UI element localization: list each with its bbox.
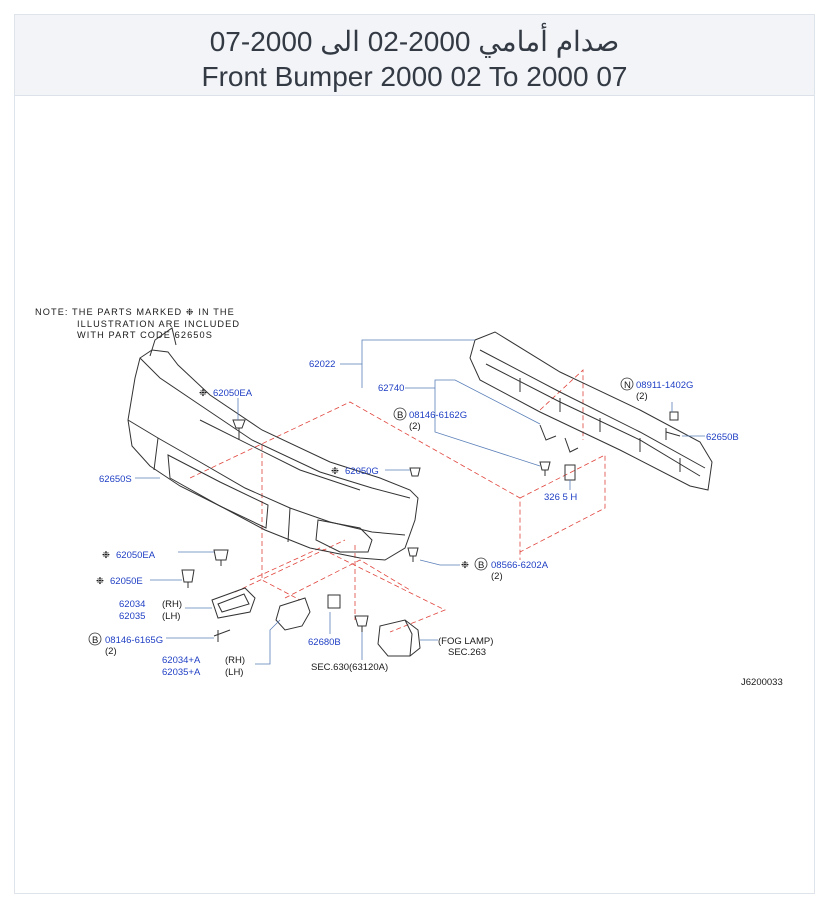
reinforcement-beam: [469, 331, 713, 491]
fasteners: [181, 411, 681, 642]
part-62034A[interactable]: 62034+A: [162, 655, 201, 666]
part-08146-6165G[interactable]: 08146-6165G: [105, 635, 163, 646]
mark-symbol: ❉: [331, 466, 339, 477]
title-arabic: صدام أمامي 2000-02 الى 2000-07: [209, 26, 620, 57]
circle-b-3: [88, 632, 102, 646]
mark-symbol: ❉: [199, 388, 207, 399]
part-62050EA-top[interactable]: 62050EA: [213, 388, 253, 399]
part-08911-1402G[interactable]: 08911-1402G: [636, 380, 693, 391]
part-08146-6162G[interactable]: 08146-6162G: [409, 410, 467, 421]
leader-lines: [135, 339, 705, 665]
part-62022[interactable]: 62022: [309, 359, 335, 370]
content-frame: [14, 14, 815, 894]
label-rh-2: (RH): [225, 655, 245, 666]
circle-n-label: N: [624, 380, 631, 391]
part-08566-6202A[interactable]: 08566-6202A: [491, 560, 549, 571]
fog-lamp-parts: [211, 587, 421, 657]
qty-08146-6162G: (2): [409, 421, 421, 432]
qty-08566-6202A: (2): [491, 571, 503, 582]
mark-symbol: ❉: [96, 576, 104, 587]
label-sec630: SEC.630(63120A): [311, 662, 388, 673]
label-rh-1: (RH): [162, 599, 182, 610]
assembly-guide-lines: [189, 369, 606, 633]
note-line-3: WITH PART CODE 62650S: [77, 330, 213, 340]
diagram-code: J6200033: [741, 677, 783, 688]
part-62035[interactable]: 62035: [119, 611, 145, 622]
circle-b-3-label: B: [92, 635, 98, 646]
label-lh-2: (LH): [225, 667, 243, 678]
part-62050G[interactable]: 62050G: [345, 466, 379, 477]
label-fog-lamp: (FOG LAMP): [438, 636, 493, 647]
note-line-2: ILLUSTRATION ARE INCLUDED: [77, 319, 240, 329]
part-62680B[interactable]: 62680B: [308, 637, 341, 648]
part-62650S[interactable]: 62650S: [99, 474, 132, 485]
qty-08146-6165G: (2): [105, 646, 117, 657]
part-62034[interactable]: 62034: [119, 599, 145, 610]
label-lh-1: (LH): [162, 611, 180, 622]
mark-symbol: ❉: [102, 550, 110, 561]
note-line-1: NOTE: THE PARTS MARKED ❉ IN THE: [35, 307, 235, 317]
mark-symbol: ❉: [461, 560, 469, 571]
circle-n: [620, 377, 634, 391]
qty-08911-1402G: (2): [636, 391, 648, 402]
bumper-cover: [127, 327, 419, 561]
circle-b-2-label: B: [478, 560, 484, 571]
label-sec263: SEC.263: [448, 647, 486, 658]
circle-b-1: [393, 407, 407, 421]
part-62740[interactable]: 62740: [378, 383, 404, 394]
part-326[interactable]: 326 5 H: [544, 492, 577, 503]
title-english: Front Bumper 2000 02 To 2000 07: [201, 61, 628, 92]
circle-b-1-label: B: [397, 410, 403, 421]
part-62650B[interactable]: 62650B: [706, 432, 739, 443]
part-62050E[interactable]: 62050E: [110, 576, 143, 587]
circle-b-2: [474, 557, 488, 571]
part-62035A[interactable]: 62035+A: [162, 667, 201, 678]
part-62050EA-bottom[interactable]: 62050EA: [116, 550, 156, 561]
page-header: صدام أمامي 2000-02 الى 2000-07 Front Bum…: [15, 15, 814, 96]
